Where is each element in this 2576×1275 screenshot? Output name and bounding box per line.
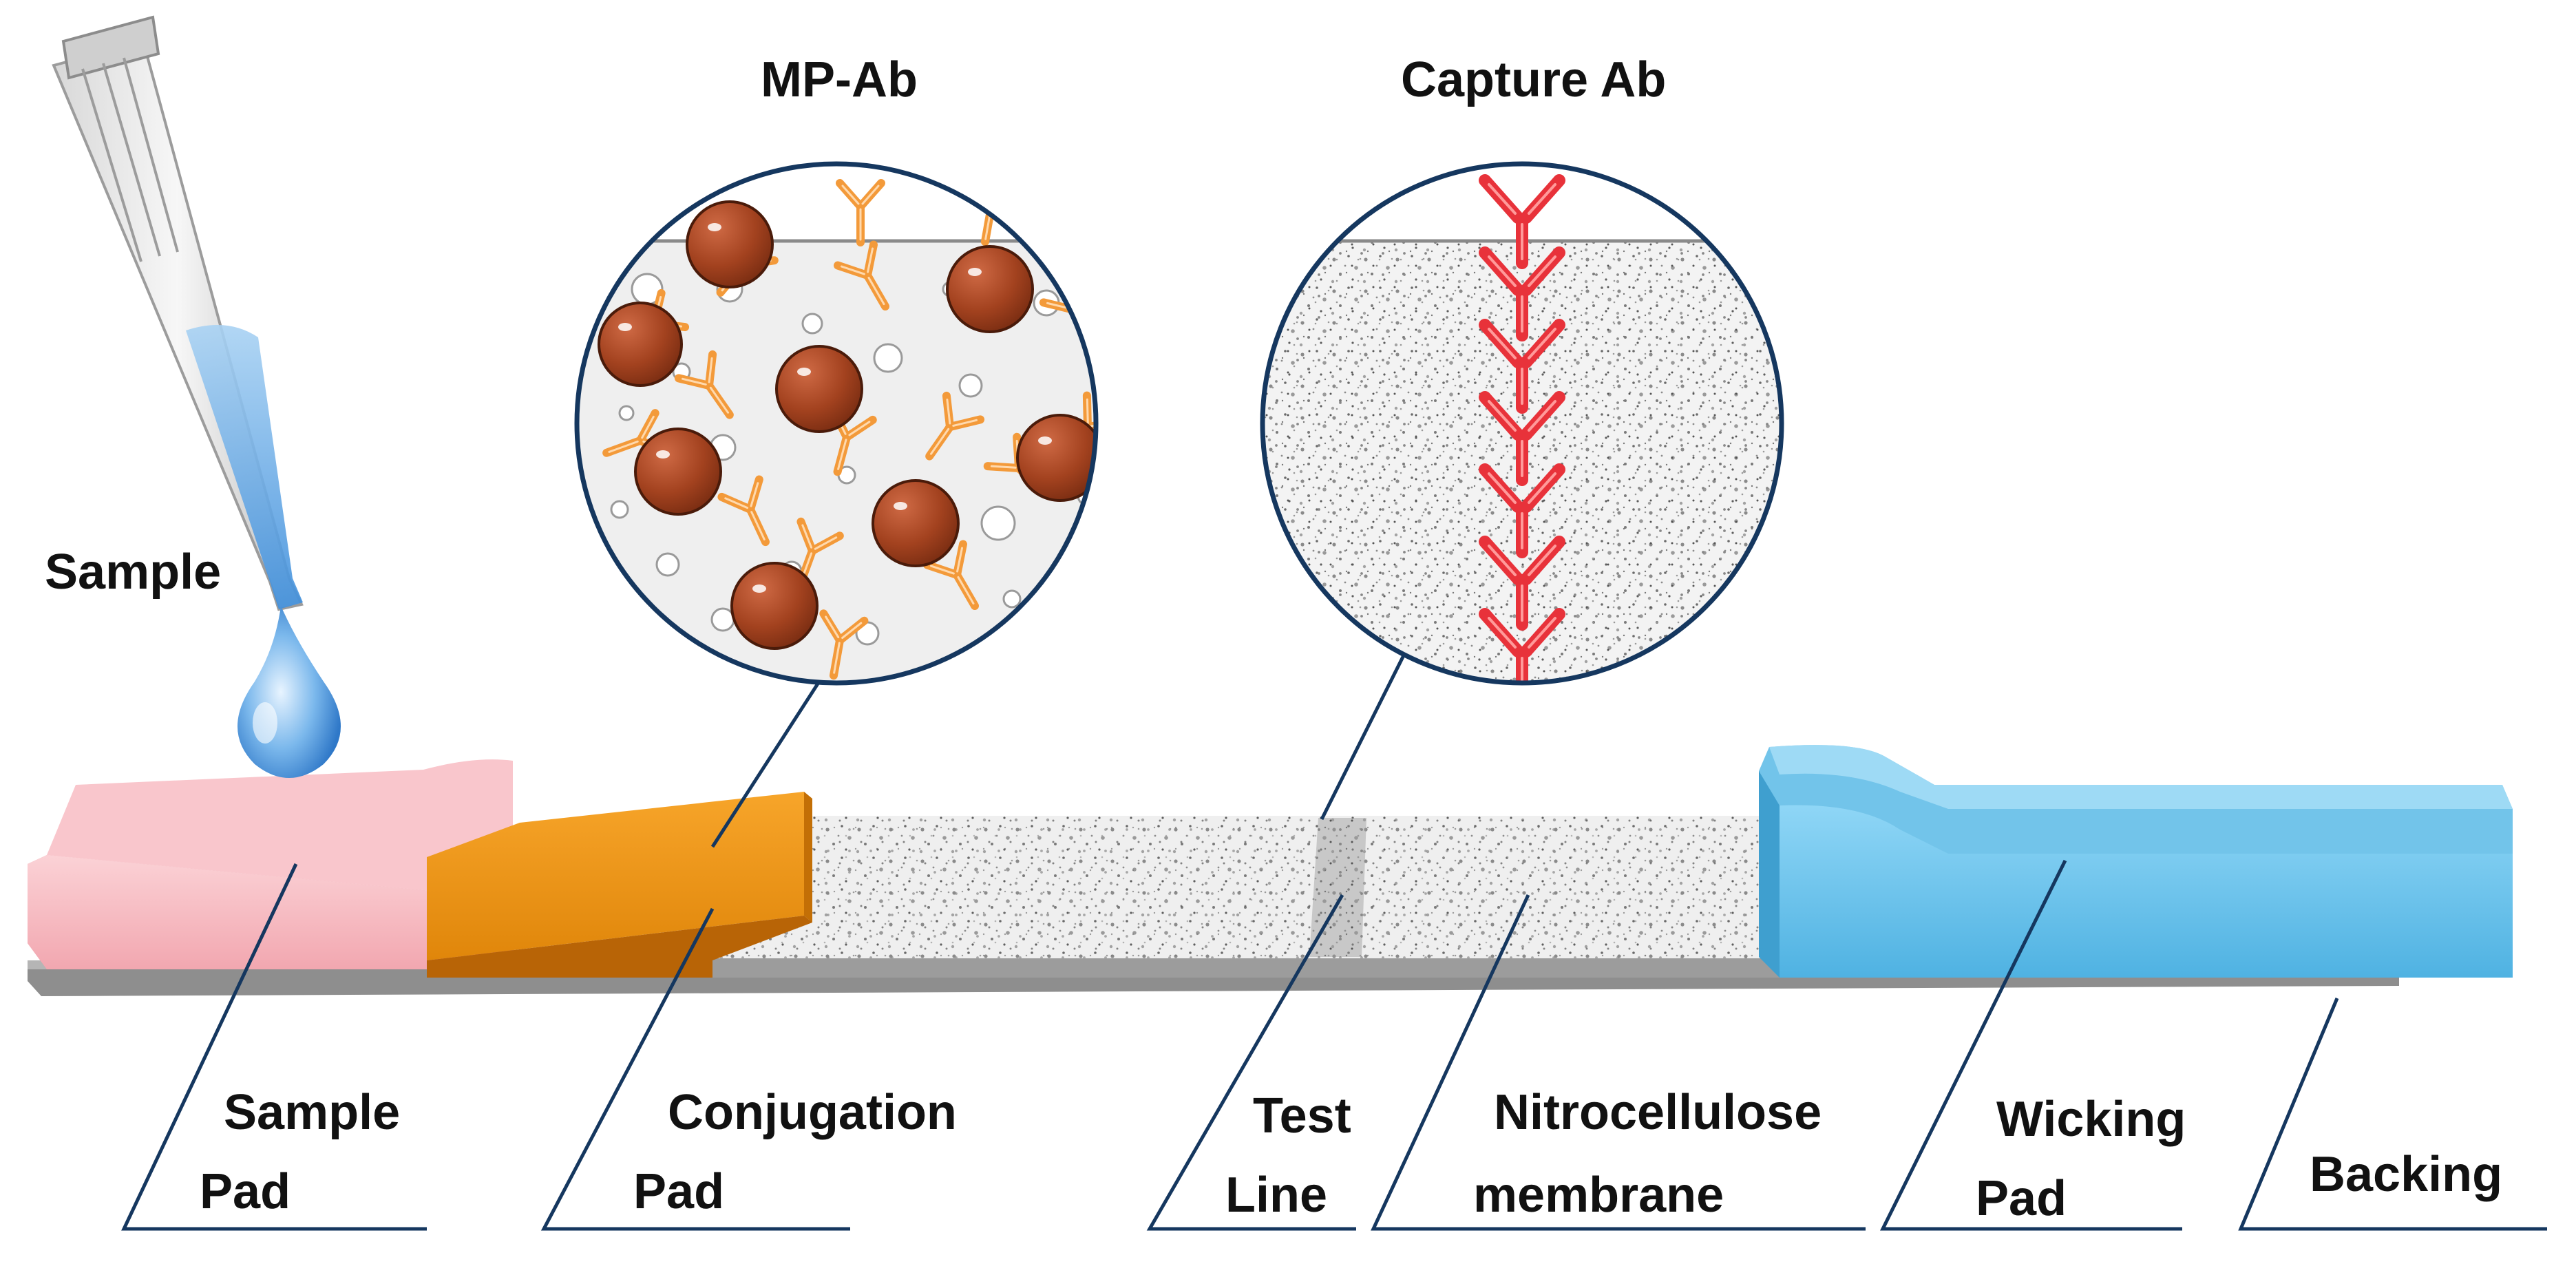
label-nitrocellulose-line1: Nitrocellulose	[1494, 1085, 1822, 1140]
label-nitrocellulose-line2: membrane	[1473, 1168, 1724, 1223]
label-conjugation-pad-line2: Pad	[633, 1164, 724, 1219]
test-line-band	[1309, 818, 1366, 957]
sample-droplet-icon	[237, 606, 341, 778]
wicking-pad	[1759, 745, 2513, 978]
conjugation-pad	[427, 792, 812, 978]
label-leaders	[121, 859, 2547, 1231]
pipette-tip-icon	[52, 15, 304, 611]
label-conjugation-pad-line1: Conjugation	[668, 1085, 957, 1140]
label-wicking-pad-line2: Pad	[1976, 1171, 2067, 1226]
capture-ab-magnified-view	[1260, 161, 1784, 686]
label-sample-pad-line1: Sample	[224, 1085, 400, 1140]
label-wicking-pad-line1: Wicking	[1996, 1092, 2186, 1147]
label-capture-ab: Capture Ab	[1401, 52, 1666, 107]
label-mp-ab: MP-Ab	[761, 52, 918, 107]
label-sample: Sample	[45, 545, 221, 600]
labels: Sample MP-Ab Capture Ab Sample Pad Conju…	[45, 52, 2502, 1226]
bead-highlights	[618, 223, 1052, 593]
callout-leaders	[710, 653, 1406, 848]
label-backing: Backing	[2310, 1147, 2502, 1202]
nitrocellulose-membrane	[712, 816, 1872, 978]
label-test-line-line1: Test	[1253, 1088, 1351, 1144]
label-test-line-line2: Line	[1225, 1168, 1327, 1223]
label-sample-pad-line2: Pad	[200, 1164, 291, 1219]
mp-ab-magnified-view	[574, 161, 1099, 686]
